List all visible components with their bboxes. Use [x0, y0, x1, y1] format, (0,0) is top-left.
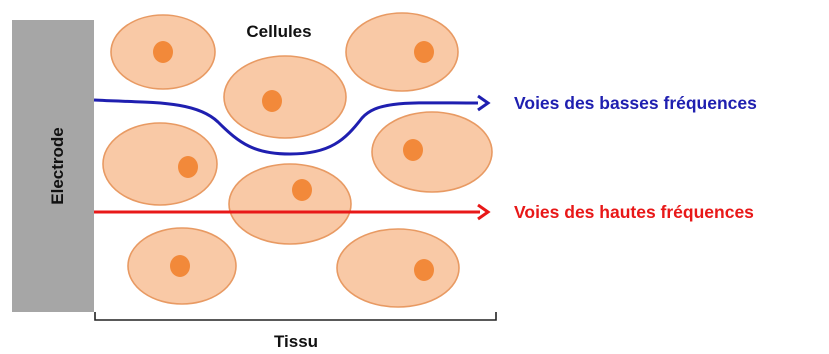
cell-nucleus — [153, 41, 173, 63]
cell-nucleus — [170, 255, 190, 277]
cell-nucleus — [403, 139, 423, 161]
cell-nucleus — [178, 156, 198, 178]
electrode-block — [12, 20, 94, 312]
cell-nucleus — [414, 41, 434, 63]
high-frequency-path-label: Voies des hautes fréquences — [514, 202, 754, 222]
cell-nucleus — [414, 259, 434, 281]
tissue-bracket — [94, 312, 497, 321]
low-frequency-arrowhead — [477, 94, 491, 112]
cell-nucleus — [292, 179, 312, 201]
low-frequency-path-line — [93, 98, 479, 156]
electrode-label: Electrode — [48, 127, 67, 204]
cell — [110, 14, 216, 90]
tissue-label: Tissu — [274, 332, 318, 351]
cell-nucleus — [262, 90, 282, 112]
cell — [345, 12, 459, 92]
cell — [336, 228, 460, 308]
cell — [223, 55, 347, 139]
cells-label: Cellules — [246, 22, 311, 41]
cell — [228, 163, 352, 245]
low-frequency-path-label: Voies des basses fréquences — [514, 93, 757, 113]
cell — [102, 122, 218, 206]
high-frequency-arrowhead — [477, 203, 491, 221]
cell — [371, 111, 493, 193]
cell — [127, 227, 237, 305]
